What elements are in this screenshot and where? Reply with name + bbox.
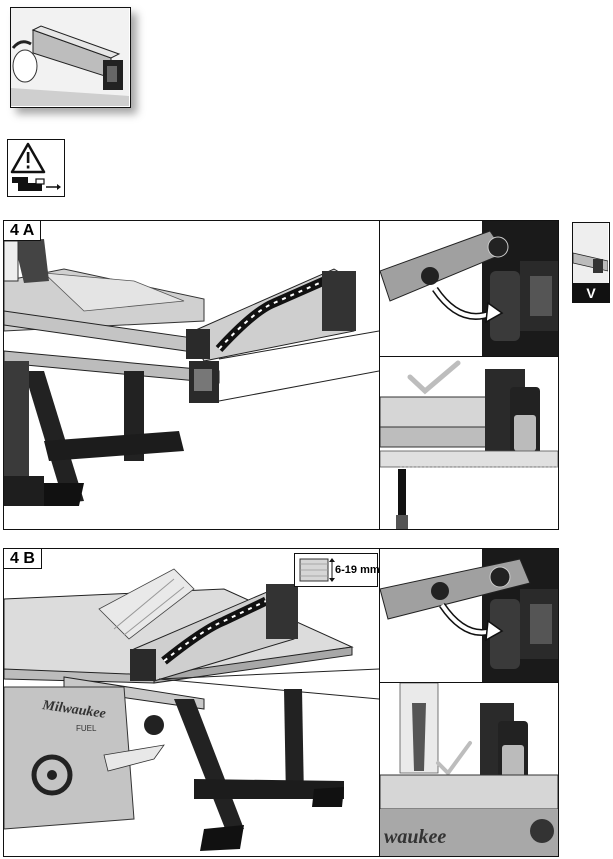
dimension-label: 6-19 mm [335, 564, 380, 576]
lock-lever-detail-illustration [380, 221, 558, 357]
lock-lever-detail-b-illustration [380, 549, 558, 683]
fence-lock-detail-illustration [380, 357, 558, 529]
board-icon [299, 558, 329, 582]
checkmark-icon [407, 360, 461, 395]
panel-4a-detail-bottom [379, 356, 559, 530]
panel-4a-detail-top [379, 220, 559, 358]
checkmark-icon-b [436, 741, 472, 777]
brand-edge-text: waukee [384, 826, 446, 848]
side-tab-thumbnail [572, 222, 610, 284]
panel-4b-illustration: Milwaukee FUEL [4, 549, 379, 856]
unplug-battery-icon [12, 177, 61, 191]
panel-4b-detail-bottom: waukee [379, 682, 559, 857]
top-thumbnail [10, 7, 131, 108]
panel-4b-detail-top [379, 548, 559, 684]
panel-4a: 4 A [3, 220, 380, 530]
dimension-inset: 6-19 mm [294, 553, 380, 587]
panel-4b: Milwaukee FUEL 4 B 6-19 mm [3, 548, 380, 857]
warning-icon [10, 142, 46, 174]
panel-4b-label: 4 B [4, 549, 42, 569]
dimension-arrow-icon [329, 558, 335, 582]
panel-4a-label: 4 A [4, 221, 42, 241]
rip-fence-thumbnail-illustration [11, 8, 129, 106]
side-tab-label: V [572, 283, 610, 303]
warning-box [7, 139, 65, 197]
fence-lock-detail-b-illustration: waukee [380, 683, 558, 856]
panel-4a-illustration [4, 221, 379, 529]
brand-sub: FUEL [76, 724, 97, 733]
side-tab-illustration [573, 223, 608, 283]
